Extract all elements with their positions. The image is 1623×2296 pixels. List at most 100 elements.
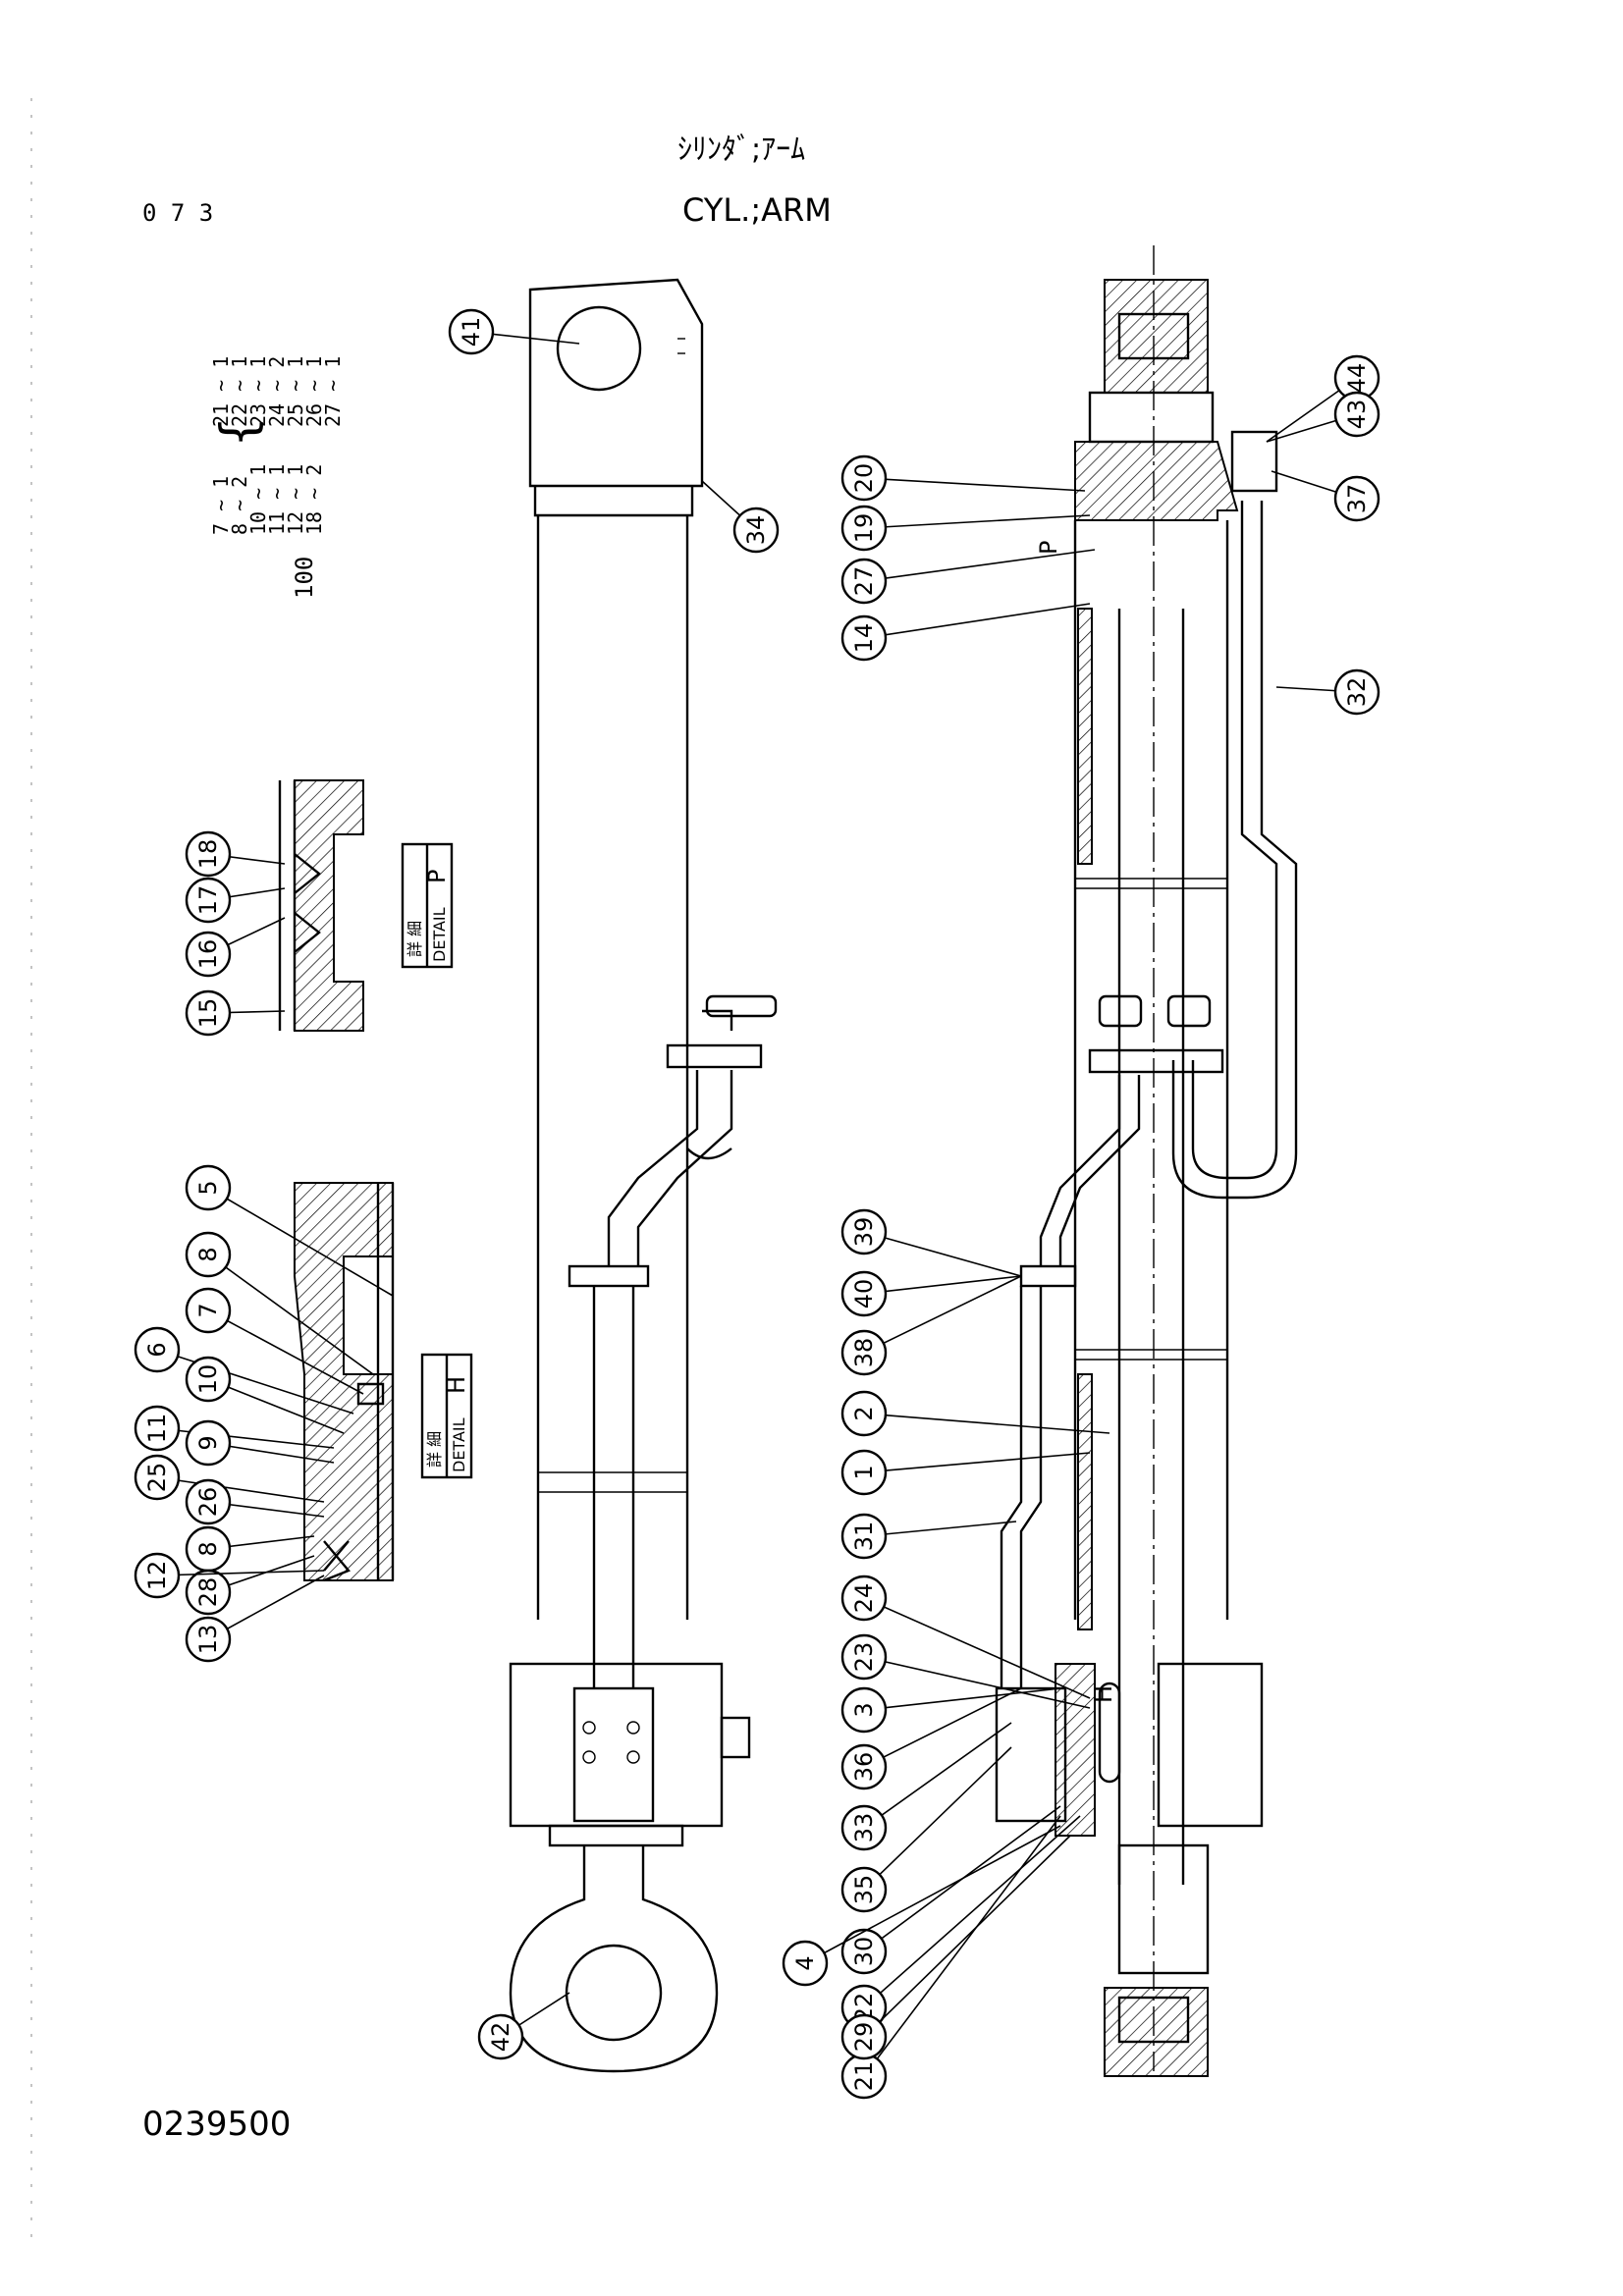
callout-number: 6 xyxy=(143,1342,171,1357)
callout-40: 40 xyxy=(840,1270,1022,1317)
callout-32: 32 xyxy=(1275,668,1380,716)
callout-circle xyxy=(185,931,232,978)
page-number: 0 7 3 xyxy=(142,199,213,227)
callout-8: 8 xyxy=(185,1525,315,1573)
leader-line xyxy=(207,1254,374,1375)
callout-29: 29 xyxy=(840,1835,1071,2060)
leader-line xyxy=(863,1815,1061,2077)
marker-h: H xyxy=(1090,1685,1117,1703)
leader-line xyxy=(863,1815,1081,2008)
kit-item: 25 ~ 1 xyxy=(284,356,307,427)
callout-circle xyxy=(840,454,888,502)
callout-25: 25 xyxy=(134,1454,325,1503)
callout-2: 2 xyxy=(840,1390,1110,1437)
callout-circle xyxy=(185,1231,232,1278)
callout-11: 11 xyxy=(134,1405,335,1452)
callout-number: 34 xyxy=(742,515,770,546)
detail-p-section: 詳 細 DETAIL P xyxy=(278,779,454,1032)
callout-41: 41 xyxy=(448,308,580,355)
callout-circle xyxy=(185,1616,232,1663)
title-english: CYL.;ARM xyxy=(682,191,832,229)
callout-36: 36 xyxy=(840,1687,1022,1790)
callout-number: 17 xyxy=(194,885,222,916)
callout-35: 35 xyxy=(840,1746,1012,1913)
callout-number: 25 xyxy=(143,1463,171,1493)
leader-line xyxy=(863,549,1096,582)
callout-number: 37 xyxy=(1343,484,1371,514)
callout-38: 38 xyxy=(840,1275,1022,1376)
kit-item: 22 ~ 1 xyxy=(228,356,251,427)
callout-circle xyxy=(134,1405,181,1452)
detail-h-section: 詳 細 DETAIL H xyxy=(294,1182,473,1582)
drawing-number: 0239500 xyxy=(142,2105,291,2144)
leader-line xyxy=(207,1309,364,1395)
callout-number: 8 xyxy=(194,1247,222,1261)
callout-circle xyxy=(134,1552,181,1599)
marker-p: P xyxy=(1035,541,1062,555)
callout-number: 13 xyxy=(194,1625,222,1655)
kit-brace: { xyxy=(210,417,267,447)
leader-line xyxy=(156,1427,335,1449)
leader-line xyxy=(804,1825,1061,1964)
callout-circle xyxy=(840,614,888,662)
leader-line xyxy=(863,514,1091,529)
callout-circle xyxy=(185,830,232,878)
callout-circle xyxy=(840,1513,888,1560)
leader-line xyxy=(863,1687,1022,1768)
callout-number: 43 xyxy=(1343,400,1371,430)
cylinder-exterior-view xyxy=(509,278,778,2073)
callout-circle xyxy=(840,1329,888,1376)
callout-20: 20 xyxy=(840,454,1086,502)
kit-item: 26 ~ 1 xyxy=(302,356,326,427)
callout-number: 16 xyxy=(194,939,222,970)
callout-33: 33 xyxy=(840,1722,1012,1851)
leader-line xyxy=(863,1452,1091,1473)
cylinder-section-view xyxy=(995,245,1298,2077)
callout-21: 21 xyxy=(840,1815,1061,2100)
callout-circle xyxy=(840,1804,888,1851)
callout-1: 1 xyxy=(840,1449,1091,1496)
leader-line xyxy=(863,1746,1012,1891)
callout-30: 30 xyxy=(840,1805,1061,1975)
leader-line xyxy=(156,1570,325,1576)
callout-number: 20 xyxy=(850,463,878,494)
detail-h-en: DETAIL xyxy=(450,1417,468,1472)
callout-circle xyxy=(134,1326,181,1373)
callout-number: 2 xyxy=(850,1406,878,1420)
callout-28: 28 xyxy=(185,1555,315,1616)
kit-item: 12 ~ 1 xyxy=(284,464,307,535)
callout-8: 8 xyxy=(185,1231,374,1375)
callout-17: 17 xyxy=(185,877,286,924)
callout-circle xyxy=(185,1478,232,1525)
callout-number: 4 xyxy=(791,1955,819,1970)
callout-6: 6 xyxy=(134,1326,354,1415)
callout-circle xyxy=(1333,668,1380,716)
kit-item: 7 ~ 1 xyxy=(209,476,233,535)
callout-27: 27 xyxy=(840,549,1096,605)
callout-number: 41 xyxy=(458,317,485,347)
callout-23: 23 xyxy=(840,1633,1091,1709)
leader-line xyxy=(156,1349,354,1415)
leader-line xyxy=(863,1722,1012,1829)
leader-line xyxy=(863,1231,1022,1277)
callout-34: 34 xyxy=(701,480,780,554)
callout-number: 32 xyxy=(1343,677,1371,708)
callout-number: 26 xyxy=(194,1487,222,1518)
callout-number: 10 xyxy=(194,1364,222,1395)
kit-list: 100 { 7 ~ 18 ~ 210 ~ 111 ~ 112 ~ 118 ~ 2… xyxy=(209,356,345,599)
detail-p-en: DETAIL xyxy=(430,907,449,962)
callout-circle xyxy=(185,877,232,924)
callout-number: 38 xyxy=(850,1338,878,1368)
callout-number: 35 xyxy=(850,1875,878,1905)
callout-22: 22 xyxy=(840,1815,1081,2031)
callout-circle xyxy=(185,1287,232,1334)
leader-line xyxy=(863,1687,1061,1711)
callout-circle xyxy=(1333,391,1380,438)
callout-15: 15 xyxy=(185,989,286,1037)
callout-12: 12 xyxy=(134,1552,325,1599)
leader-line xyxy=(863,1656,1091,1709)
callout-43: 43 xyxy=(1266,391,1380,443)
callout-16: 16 xyxy=(185,917,286,978)
callout-circle xyxy=(840,1270,888,1317)
callout-number: 29 xyxy=(850,2022,878,2053)
